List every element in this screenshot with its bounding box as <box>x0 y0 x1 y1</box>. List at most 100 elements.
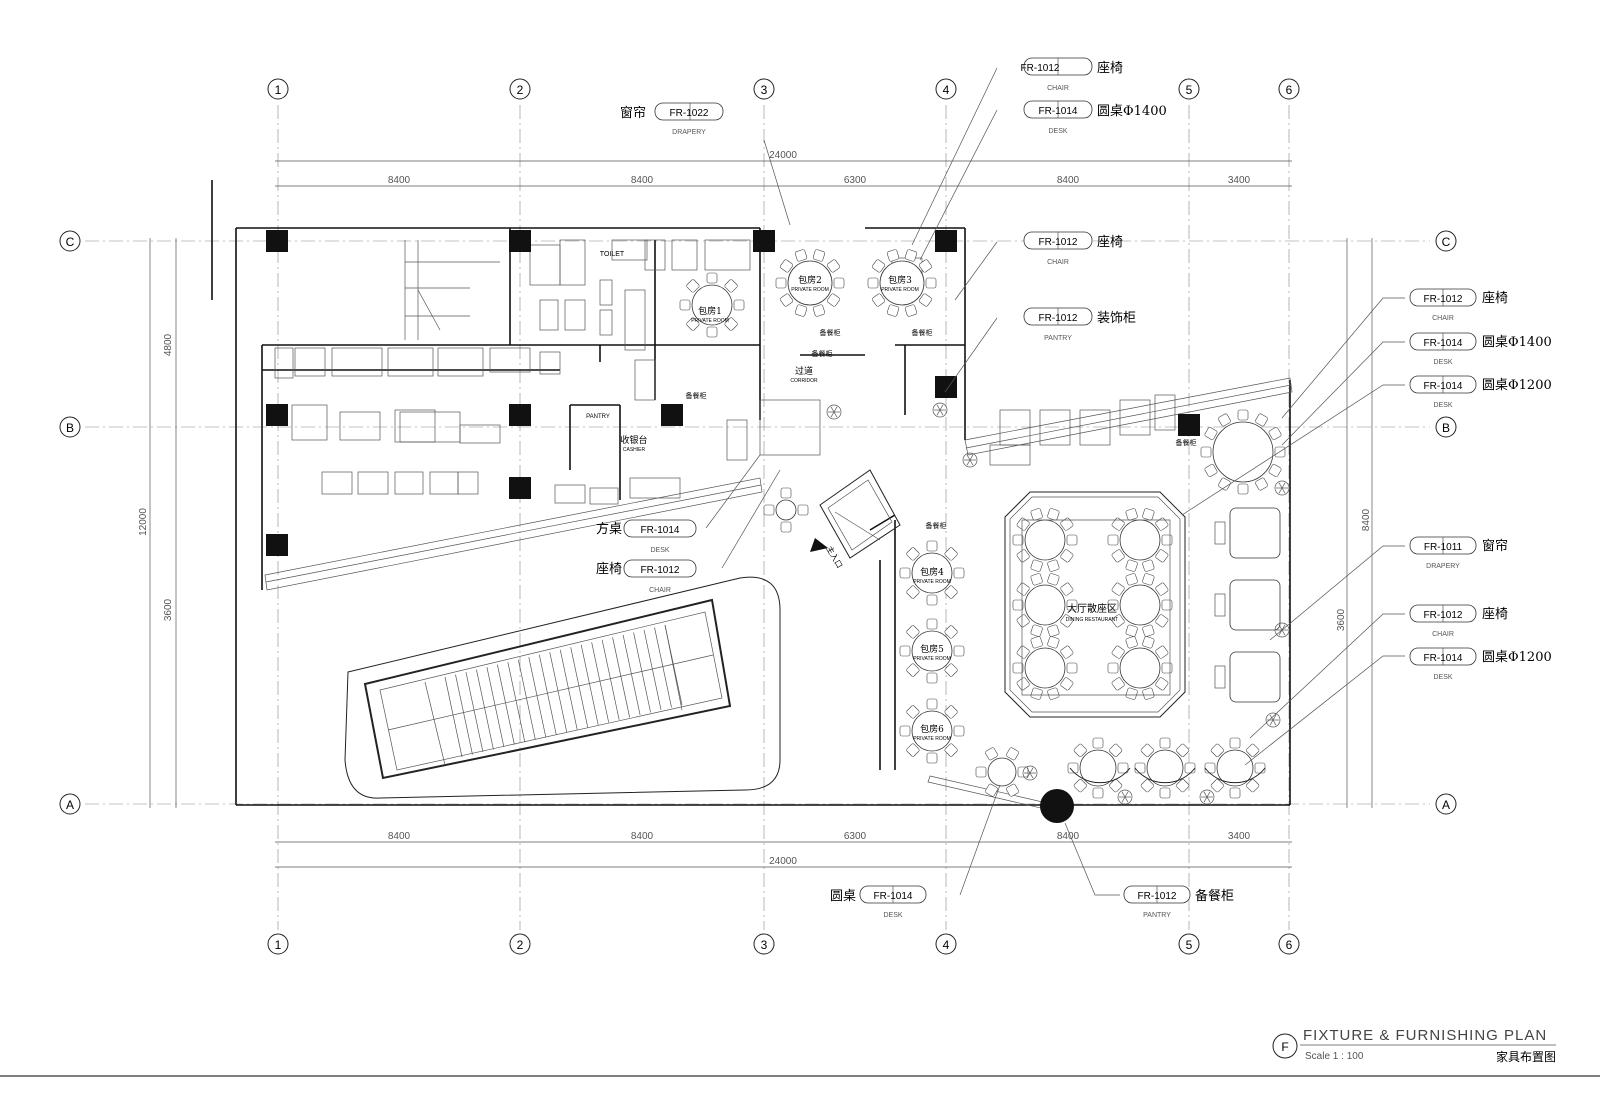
callout-3-en: CHAIR <box>1047 259 1069 266</box>
callout-3-cn: 座椅 <box>1097 235 1123 250</box>
room-label-5: 包房5 <box>920 643 944 655</box>
grid-bubble-3-top <box>753 78 775 100</box>
chair-icon <box>926 698 938 710</box>
chair-icon <box>1254 762 1266 774</box>
chair-icon <box>1030 559 1043 572</box>
pantry-label-1: 备餐柜 <box>820 328 841 337</box>
chair-icon <box>1125 573 1138 586</box>
grid-label-2-bottom: 2 <box>517 938 524 952</box>
chair-icon <box>1047 636 1060 649</box>
grid-label-5-bottom: 5 <box>1186 938 1193 952</box>
title-block: F FIXTURE & FURNISHING PLAN Scale 1 : 10… <box>1272 1027 1556 1064</box>
dim-right-seg-2: 3600 <box>1336 608 1347 631</box>
round-table <box>975 747 1029 797</box>
equipment-block <box>564 299 586 331</box>
chair-icon <box>872 259 886 273</box>
equipment-block <box>331 347 383 377</box>
chair-icon <box>1176 779 1190 793</box>
escalator-step <box>654 627 672 708</box>
callout-2-en: DESK <box>1048 128 1067 135</box>
grid-label-1-top: 1 <box>275 83 282 97</box>
chair-icon <box>1047 559 1060 572</box>
escalator-step <box>633 632 651 713</box>
room-sub-6: PRIVATE ROOM <box>913 736 951 742</box>
equipment-block <box>539 299 559 331</box>
dimension-lines-bottom: 8400 8400 6300 8400 3400 24000 <box>275 831 1292 868</box>
chair-icon <box>886 249 900 262</box>
chair-icon <box>706 326 718 338</box>
pantry-label-4: 备餐柜 <box>686 391 707 400</box>
callout-pantry-bottom-cn: 备餐柜 <box>1195 888 1234 904</box>
chair-icon <box>1140 779 1154 793</box>
chair-icon <box>1016 549 1030 563</box>
round-table <box>867 249 937 317</box>
chair-icon <box>1134 762 1146 774</box>
room-sub-corridor: CORRIDOR <box>790 378 818 384</box>
equipment-block <box>429 471 459 495</box>
chair-icon <box>975 766 987 778</box>
chair-icon <box>1030 687 1043 700</box>
chair-icon <box>679 299 691 311</box>
chair-icon <box>1125 636 1138 649</box>
grid-label-C-right: C <box>1442 235 1451 249</box>
plant-icon <box>826 404 842 420</box>
escalator-step <box>601 639 620 720</box>
equipment-block <box>1119 399 1151 436</box>
chair-icon <box>1109 779 1123 793</box>
chair-icon <box>1161 534 1173 546</box>
chair-icon <box>926 752 938 764</box>
escalator-step <box>486 667 505 748</box>
round-table <box>1107 636 1173 700</box>
callout-5-en: CHAIR <box>1432 315 1454 322</box>
chair-icon <box>1006 783 1019 797</box>
room-sub-cashier: CASHIER <box>623 447 646 453</box>
chair-icon <box>1142 559 1155 572</box>
escalator-step <box>570 647 589 728</box>
dim-bottom-total: 24000 <box>769 856 797 867</box>
escalator-step <box>643 629 662 711</box>
column-b1 <box>266 404 288 426</box>
grid-bubbles-bottom: 1 2 3 4 5 6 <box>267 933 1300 955</box>
round-table <box>1012 573 1078 637</box>
callout-square-table-en: DESK <box>650 547 669 554</box>
entrance-arrow-icon <box>810 538 828 552</box>
grid-label-B-left: B <box>66 421 74 435</box>
chair-icon <box>1218 413 1231 427</box>
callout-round-table-bottom-en: DESK <box>883 912 902 919</box>
entrance-gate <box>810 469 901 559</box>
equipment-block <box>599 279 613 306</box>
chair-icon <box>886 304 900 317</box>
grid-label-2-top: 2 <box>517 83 524 97</box>
room-sub-1: PRIVATE ROOM <box>691 318 729 324</box>
chair-icon <box>906 585 920 599</box>
chair-icon <box>1066 599 1078 611</box>
equipment-block <box>589 487 619 505</box>
chair-icon <box>1012 662 1024 674</box>
chair-icon <box>904 304 918 317</box>
chair-icon <box>833 277 845 289</box>
chair-icon <box>906 547 920 561</box>
diagonal-facade <box>264 377 1293 813</box>
chair-icon <box>794 249 808 262</box>
equipment-block <box>274 347 294 379</box>
chair-icon <box>1155 582 1169 596</box>
grid-bubble-4-top <box>935 78 957 100</box>
chair-icon <box>1047 687 1060 700</box>
round-table <box>679 272 745 338</box>
callout-chair-left-cn: 座椅 <box>596 562 622 577</box>
callout-5-code: FR-1012 <box>1424 294 1463 305</box>
callout-1-en: CHAIR <box>1047 85 1069 92</box>
column-b2-lower <box>509 477 531 499</box>
pantry-label-2: 备餐柜 <box>912 328 933 337</box>
equipment-block <box>321 471 353 495</box>
chair-icon <box>733 299 745 311</box>
callout-6-en: DESK <box>1433 359 1452 366</box>
room-label-entrance: 主入口 <box>824 544 845 570</box>
grid-bubble-B-left <box>59 416 81 438</box>
equipment-block <box>457 471 479 495</box>
chair-icon <box>1142 508 1155 521</box>
callout-1-code-a: FR-1012 <box>1021 63 1060 74</box>
escalator-step <box>507 662 526 743</box>
grid-bubble-2-bottom <box>509 933 531 955</box>
chair-icon <box>1107 662 1119 674</box>
